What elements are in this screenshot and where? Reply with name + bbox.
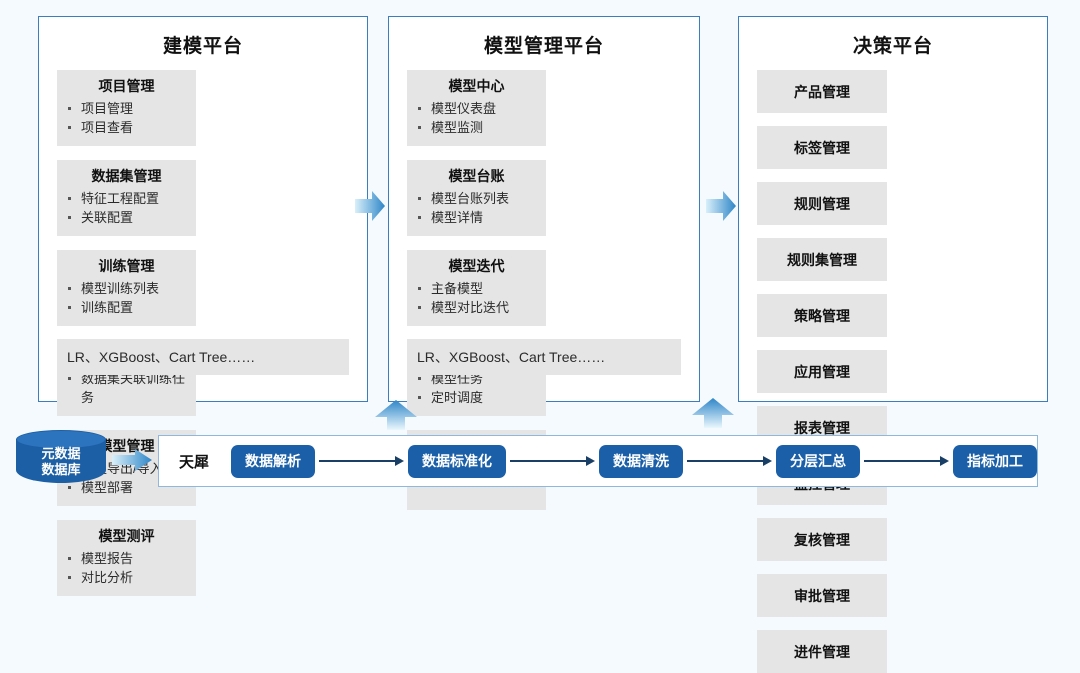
panel-modeling-platform: 建模平台 项目管理 项目管理 项目查看 数据集管理 特征工程配置 关联配置 训练… bbox=[38, 16, 368, 596]
list-item[interactable]: 对比分析 bbox=[65, 568, 188, 587]
pipeline-step-layered-aggregation[interactable]: 分层汇总 bbox=[776, 444, 861, 478]
list-item[interactable]: 训练配置 bbox=[65, 298, 188, 317]
list-item[interactable]: 项目查看 bbox=[65, 118, 188, 137]
database-label-line2: 数据库 bbox=[41, 462, 81, 477]
card-title: 模型管理 bbox=[98, 438, 155, 454]
list-item[interactable]: 定时调度 bbox=[415, 388, 538, 407]
arrow-right-icon-management-to-decision bbox=[706, 191, 736, 221]
panel-title-model-management: 模型管理平台 bbox=[483, 36, 604, 57]
tech-stack-bar-modeling: LR、XGBoost、Cart Tree…… bbox=[57, 339, 349, 375]
pipeline-label: 天犀 bbox=[179, 453, 210, 471]
card-item-list: 模型训练列表 训练配置 bbox=[65, 279, 188, 317]
button-approval-management[interactable]: 审批管理 bbox=[757, 574, 887, 617]
card-title: 模型测评 bbox=[98, 528, 155, 544]
pipeline-step-data-standardization[interactable]: 数据标准化 bbox=[408, 444, 507, 478]
database-label: 元数据 数据库 bbox=[16, 446, 106, 478]
card-title: 训练管理 bbox=[98, 258, 155, 274]
pipeline-arrow-icon-2 bbox=[510, 456, 596, 466]
card-model-center[interactable]: 模型中心 模型仪表盘 模型监测 bbox=[407, 70, 546, 146]
card-title: 模型中心 bbox=[448, 78, 505, 94]
card-item-list: 模型仪表盘 模型监测 bbox=[415, 99, 538, 137]
card-item-list: 模型报告 对比分析 bbox=[65, 549, 188, 587]
data-pipeline-bar: 天犀 数据解析 数据标准化 数据清洗 分层汇总 指标加工 bbox=[158, 435, 1038, 487]
list-item[interactable]: 关联配置 bbox=[65, 208, 188, 227]
list-item[interactable]: 模型监测 bbox=[415, 118, 538, 137]
list-item[interactable]: 模型报告 bbox=[65, 549, 188, 568]
pipeline-arrow-icon-1 bbox=[319, 456, 405, 466]
arrow-right-icon-modeling-to-management bbox=[355, 191, 385, 221]
pipeline-step-metric-processing[interactable]: 指标加工 bbox=[953, 444, 1038, 478]
button-grid-decision: 产品管理 标签管理 规则管理 规则集管理 策略管理 应用管理 报表管理 监控管理… bbox=[739, 70, 1047, 673]
pipeline-arrow-icon-3 bbox=[687, 456, 773, 466]
arrow-right-icon-database-to-pipeline bbox=[112, 449, 152, 471]
button-application-management[interactable]: 应用管理 bbox=[757, 350, 887, 393]
architecture-diagram: 建模平台 项目管理 项目管理 项目查看 数据集管理 特征工程配置 关联配置 训练… bbox=[16, 16, 1048, 673]
card-title: 模型台账 bbox=[448, 168, 505, 184]
panel-title-decision: 决策平台 bbox=[852, 36, 933, 57]
card-dataset-management[interactable]: 数据集管理 特征工程配置 关联配置 bbox=[57, 160, 196, 236]
list-item[interactable]: 模型详情 bbox=[415, 208, 538, 227]
list-item[interactable]: 模型训练列表 bbox=[65, 279, 188, 298]
panel-title-modeling: 建模平台 bbox=[162, 36, 243, 57]
card-title: 模型迭代 bbox=[448, 258, 505, 274]
pipeline-arrow-icon-4 bbox=[864, 456, 950, 466]
pipeline-step-data-parsing[interactable]: 数据解析 bbox=[231, 444, 316, 478]
pipeline-step-data-cleaning[interactable]: 数据清洗 bbox=[599, 444, 684, 478]
button-ruleset-management[interactable]: 规则集管理 bbox=[757, 238, 887, 281]
database-cylinder-icon: 元数据 数据库 bbox=[16, 430, 106, 492]
arrow-up-icon-pipeline-to-management bbox=[692, 398, 734, 428]
card-item-list: 特征工程配置 关联配置 bbox=[65, 189, 188, 227]
card-title: 项目管理 bbox=[98, 78, 155, 94]
list-item[interactable]: 模型对比迭代 bbox=[415, 298, 538, 317]
card-model-evaluation[interactable]: 模型测评 模型报告 对比分析 bbox=[57, 520, 196, 596]
list-item[interactable]: 模型仪表盘 bbox=[415, 99, 538, 118]
tech-stack-bar-model-management: LR、XGBoost、Cart Tree…… bbox=[407, 339, 681, 375]
panel-decision-platform: 决策平台 产品管理 标签管理 规则管理 规则集管理 策略管理 应用管理 报表管理… bbox=[738, 16, 1048, 673]
card-item-list: 模型台账列表 模型详情 bbox=[415, 189, 538, 227]
arrow-up-icon-pipeline-to-modeling bbox=[375, 400, 417, 430]
card-item-list: 主备模型 模型对比迭代 bbox=[415, 279, 538, 317]
panel-model-management-platform: 模型管理平台 模型中心 模型仪表盘 模型监测 模型台账 模型台账列表 模型详情 … bbox=[388, 16, 700, 510]
list-item[interactable]: 项目管理 bbox=[65, 99, 188, 118]
database-label-line1: 元数据 bbox=[41, 446, 81, 461]
button-strategy-management[interactable]: 策略管理 bbox=[757, 294, 887, 337]
button-product-management[interactable]: 产品管理 bbox=[757, 70, 887, 113]
card-model-ledger[interactable]: 模型台账 模型台账列表 模型详情 bbox=[407, 160, 546, 236]
button-rule-management[interactable]: 规则管理 bbox=[757, 182, 887, 225]
button-intake-management[interactable]: 进件管理 bbox=[757, 630, 887, 673]
list-item[interactable]: 特征工程配置 bbox=[65, 189, 188, 208]
card-title: 数据集管理 bbox=[91, 168, 162, 184]
card-model-iteration[interactable]: 模型迭代 主备模型 模型对比迭代 bbox=[407, 250, 546, 326]
list-item[interactable]: 模型台账列表 bbox=[415, 189, 538, 208]
pipeline-steps: 数据解析 数据标准化 数据清洗 分层汇总 指标加工 bbox=[231, 444, 1038, 478]
list-item[interactable]: 主备模型 bbox=[415, 279, 538, 298]
cylinder-top-ellipse bbox=[16, 430, 106, 449]
card-project-management[interactable]: 项目管理 项目管理 项目查看 bbox=[57, 70, 196, 146]
list-item[interactable]: 模型部署 bbox=[65, 478, 188, 497]
button-tag-management[interactable]: 标签管理 bbox=[757, 126, 887, 169]
card-grid-modeling: 项目管理 项目管理 项目查看 数据集管理 特征工程配置 关联配置 训练管理 模型… bbox=[39, 70, 367, 596]
button-review-management[interactable]: 复核管理 bbox=[757, 518, 887, 561]
card-training-management[interactable]: 训练管理 模型训练列表 训练配置 bbox=[57, 250, 196, 326]
card-item-list: 项目管理 项目查看 bbox=[65, 99, 188, 137]
